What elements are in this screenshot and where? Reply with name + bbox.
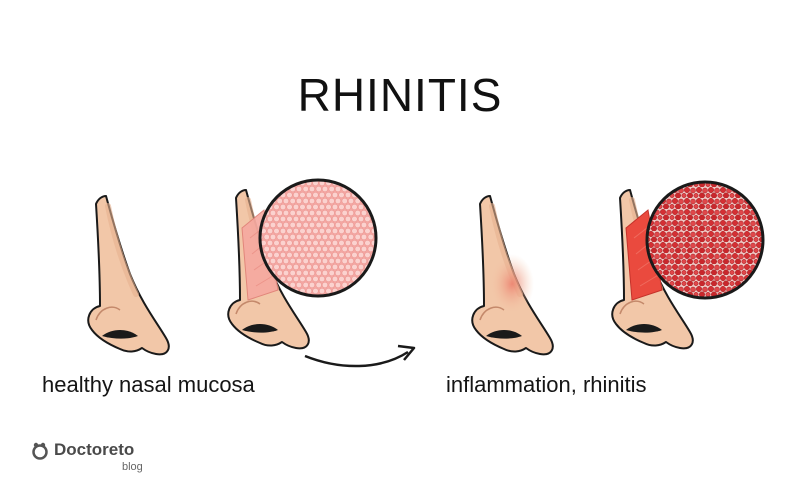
- diagram-title: RHINITIS: [297, 69, 503, 121]
- nose-healthy: [88, 196, 168, 354]
- healthy-cells-magnifier: [258, 178, 378, 298]
- logo-icon: [32, 442, 48, 460]
- brand-logo: Doctoreto blog: [30, 440, 170, 480]
- inflamed-mucosa-patch: [625, 209, 663, 301]
- transition-arrow: [304, 344, 416, 368]
- inflamed-cells-magnifier: [645, 180, 765, 300]
- caption-inflamed: inflammation, rhinitis: [446, 372, 647, 397]
- caption-healthy: healthy nasal mucosa: [42, 372, 255, 397]
- nose-inflamed: [472, 196, 552, 354]
- brand-name: Doctoreto: [54, 440, 135, 459]
- brand-sub: blog: [122, 461, 143, 473]
- healthy-mucosa-patch: [241, 209, 279, 301]
